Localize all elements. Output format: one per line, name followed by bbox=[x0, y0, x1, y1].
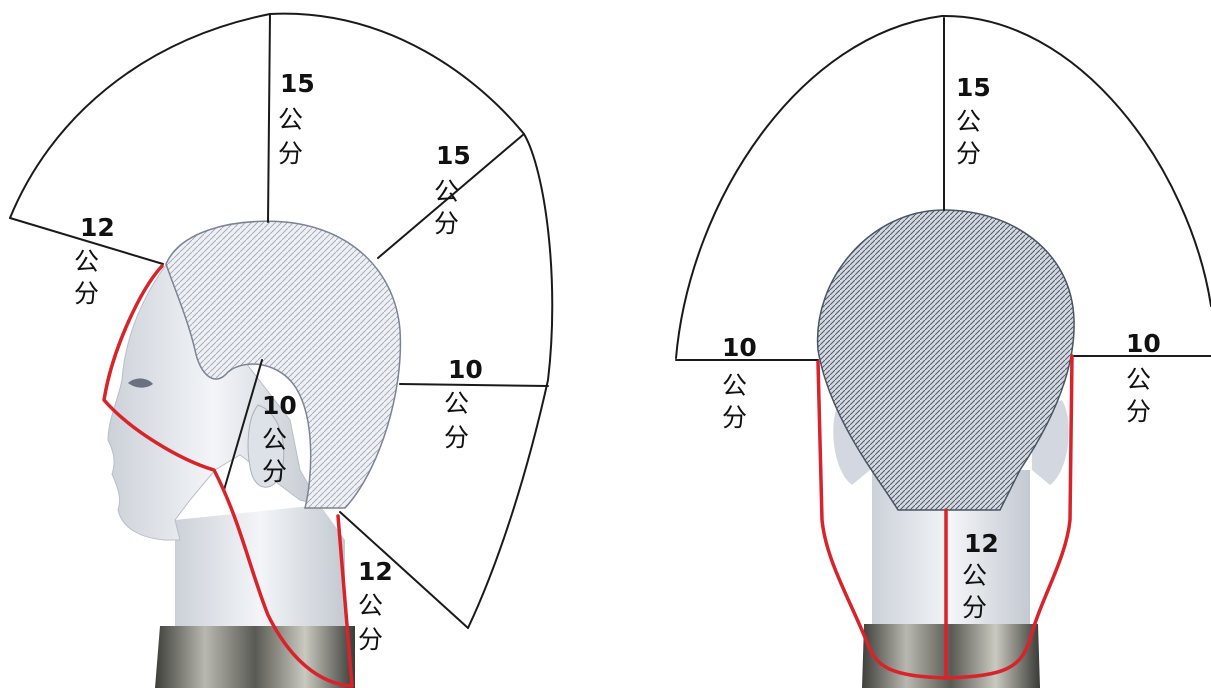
neck bbox=[175, 505, 345, 640]
side-crown-value: 15 bbox=[436, 141, 471, 170]
back-nape-unit-1: 公 bbox=[962, 561, 987, 590]
back-right-unit-1: 公 bbox=[1126, 365, 1151, 394]
back-label-top: 15 公 分 bbox=[956, 73, 991, 168]
back-top-value: 15 bbox=[956, 73, 991, 102]
side-ear-unit-1: 公 bbox=[262, 425, 287, 454]
side-back-value: 10 bbox=[448, 355, 483, 384]
back-nape-value: 12 bbox=[964, 529, 999, 558]
back-right-unit-2: 分 bbox=[1126, 397, 1151, 426]
side-top-unit-1: 公 bbox=[278, 105, 303, 134]
side-top-unit-2: 分 bbox=[278, 139, 303, 168]
side-nape-unit-1: 公 bbox=[358, 591, 383, 620]
back-left-unit-1: 公 bbox=[722, 371, 747, 400]
back-right-value: 10 bbox=[1126, 329, 1161, 358]
back-label-right: 10 公 分 bbox=[1126, 329, 1161, 426]
mannequin-head-profile bbox=[108, 221, 400, 688]
side-nape-value: 12 bbox=[358, 557, 393, 586]
side-line-back bbox=[400, 384, 548, 386]
back-left-unit-2: 分 bbox=[722, 403, 747, 432]
side-label-crown: 15 公 分 bbox=[434, 141, 471, 238]
side-line-top bbox=[268, 14, 270, 222]
back-view: 15 公 分 10 公 分 10 公 分 12 公 分 bbox=[676, 16, 1211, 688]
side-label-back: 10 公 分 bbox=[444, 355, 483, 452]
side-front-value: 12 bbox=[80, 213, 115, 242]
side-back-unit-2: 分 bbox=[444, 423, 469, 452]
side-label-top: 15 公 分 bbox=[278, 69, 315, 168]
side-ear-unit-2: 分 bbox=[262, 457, 287, 486]
side-front-unit-2: 分 bbox=[74, 279, 99, 308]
side-back-unit-1: 公 bbox=[444, 389, 469, 418]
back-nape-unit-2: 分 bbox=[962, 593, 987, 622]
back-top-unit-2: 分 bbox=[956, 139, 981, 168]
side-crown-unit-1: 公 bbox=[434, 177, 459, 206]
side-view: 12 公 分 15 公 分 15 公 分 10 公 分 10 公 分 12 公 … bbox=[10, 14, 552, 688]
side-nape-unit-2: 分 bbox=[358, 625, 383, 654]
back-label-left: 10 公 分 bbox=[722, 333, 757, 432]
side-label-nape: 12 公 分 bbox=[358, 557, 393, 654]
back-left-value: 10 bbox=[722, 333, 757, 362]
back-top-unit-1: 公 bbox=[956, 107, 981, 136]
side-front-unit-1: 公 bbox=[74, 247, 99, 276]
side-ear-value: 10 bbox=[262, 391, 297, 420]
side-label-front: 12 公 分 bbox=[74, 213, 115, 308]
side-crown-unit-2: 分 bbox=[434, 209, 459, 238]
side-top-value: 15 bbox=[280, 69, 315, 98]
